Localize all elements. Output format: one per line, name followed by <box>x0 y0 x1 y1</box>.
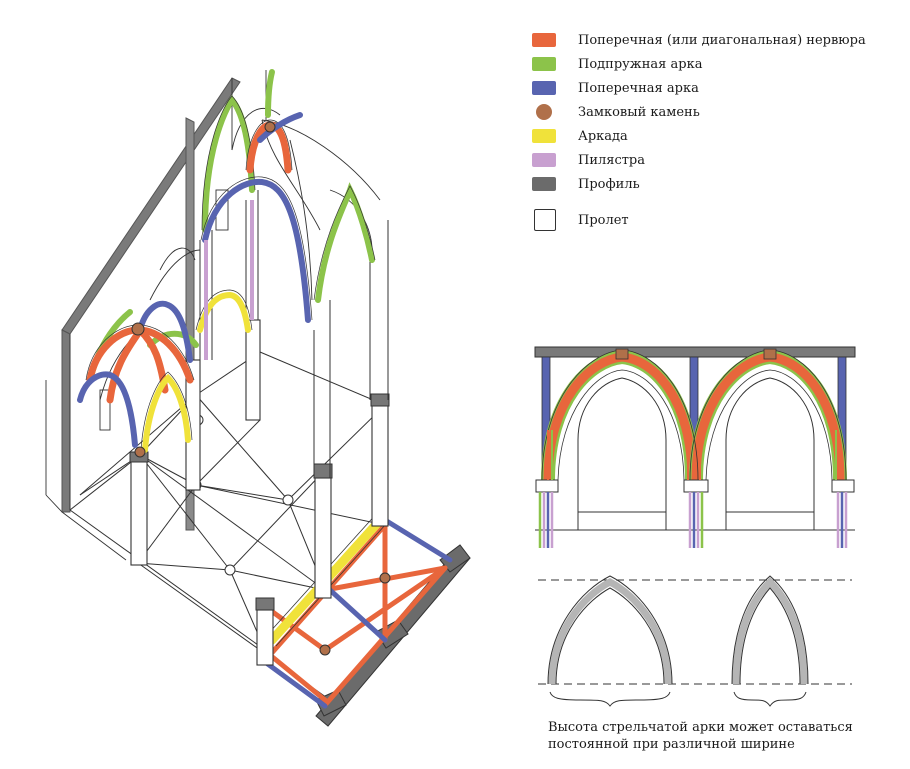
legend-label: Поперечная (или диагональная) нервюра <box>578 32 866 48</box>
rib-swatch <box>532 33 556 47</box>
transverse-swatch <box>532 81 556 95</box>
pilaster-strips <box>204 200 254 360</box>
legend-label: Замковый камень <box>578 104 700 120</box>
floor-grid <box>69 351 386 701</box>
legend-label: Профиль <box>578 176 640 192</box>
legend-label: Пролет <box>578 212 629 228</box>
legend-item-pilaster: Пилястра <box>528 148 898 172</box>
arcade-swatch <box>532 129 556 143</box>
caption-line-2: постоянной при различной ширине <box>548 737 795 752</box>
transverse-outline <box>200 176 313 321</box>
legend-label: Аркада <box>578 128 628 144</box>
span-swatch <box>534 209 556 231</box>
keystones-upper <box>131 121 276 458</box>
legend-item-profile: Профиль <box>528 172 898 196</box>
floor-nodes <box>134 414 294 576</box>
caption-line-1: Высота стрельчатой арки может оставаться <box>548 720 853 735</box>
pilaster-swatch <box>532 153 556 167</box>
legend-item-formeret: Подпружная арка <box>528 52 898 76</box>
legend: Поперечная (или диагональная) нервюра По… <box>528 28 898 234</box>
keystone-swatch <box>536 104 552 120</box>
nave-shafts <box>199 190 389 478</box>
legend-label: Поперечная арка <box>578 80 699 96</box>
transverse-arches <box>77 112 311 448</box>
legend-item-rib: Поперечная (или диагональная) нервюра <box>528 28 898 52</box>
formeret-swatch <box>532 57 556 71</box>
pier-capitals <box>129 393 390 611</box>
legend-item-transverse: Поперечная арка <box>528 76 898 100</box>
piers <box>130 319 389 666</box>
wall-outlines <box>45 70 267 561</box>
legend-item-span: Пролет <box>528 206 898 234</box>
vault-webbing <box>99 107 381 431</box>
legend-item-arcade: Аркада <box>528 124 898 148</box>
floor-profile-beam <box>315 544 471 727</box>
legend-label: Подпружная арка <box>578 56 703 72</box>
legend-label: Пилястра <box>578 152 646 168</box>
floor-keystones <box>319 572 391 656</box>
legend-item-keystone: Замковый камень <box>528 100 898 124</box>
profile-swatch <box>532 177 556 191</box>
elevation-drawing <box>534 346 856 548</box>
arch-height-caption: Высота стрельчатой арки может оставаться… <box>548 719 888 753</box>
height-comparison-arches <box>538 575 852 707</box>
formeret-arches <box>87 69 375 383</box>
